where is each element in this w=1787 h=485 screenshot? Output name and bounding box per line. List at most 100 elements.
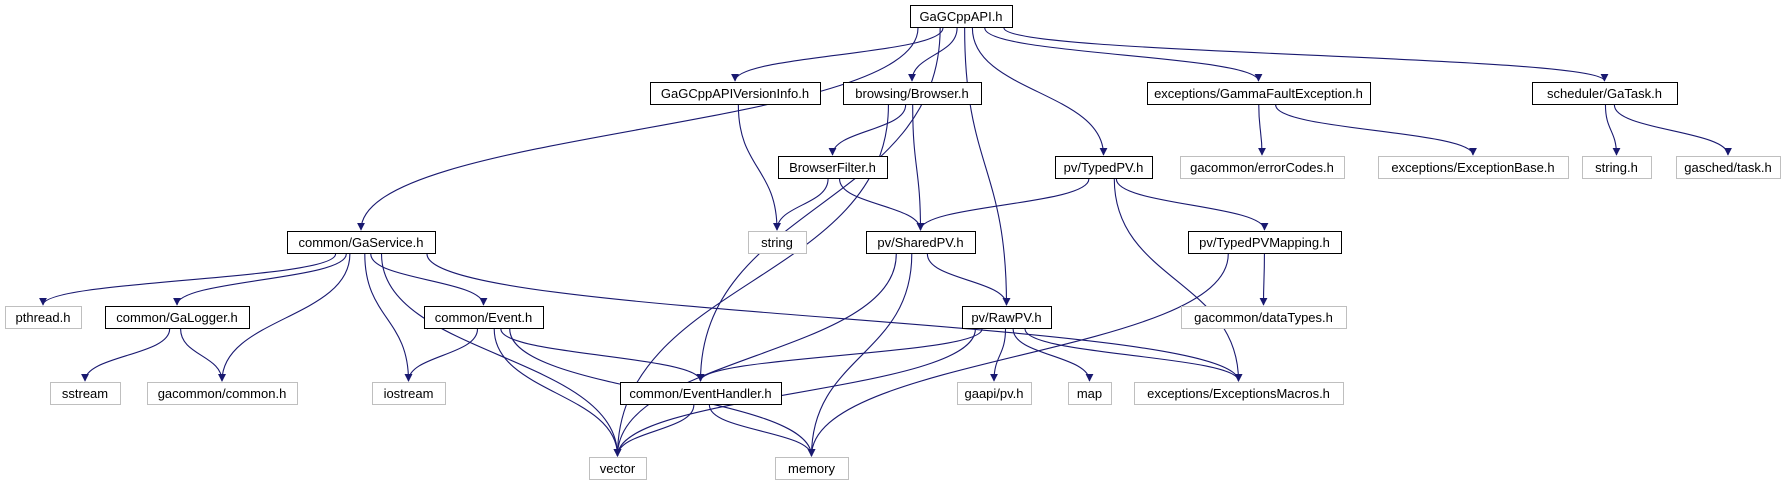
node-box	[962, 306, 1052, 329]
node-string: string	[748, 231, 807, 254]
node-map: map	[1068, 382, 1112, 405]
node-label: common/Event.h	[435, 310, 533, 325]
node-label: pv/TypedPV.h	[1064, 160, 1144, 175]
node-box	[778, 156, 888, 179]
edge-evhandler-to-memory	[708, 404, 816, 457]
node-label: exceptions/ExceptionBase.h	[1391, 160, 1554, 175]
node-memory: memory	[775, 457, 849, 480]
node-box	[1055, 156, 1153, 179]
node-label: pv/SharedPV.h	[877, 235, 963, 250]
edge-gatask-to-gasched	[1613, 104, 1732, 156]
node-box	[843, 82, 982, 105]
node-label: common/GaLogger.h	[116, 310, 237, 325]
edge-browser-to-bfilter	[828, 104, 907, 156]
edge-gaservice-to-galogger	[173, 253, 347, 306]
node-event[interactable]: common/Event.h	[424, 306, 544, 329]
node-excbase: exceptions/ExceptionBase.h	[1378, 156, 1569, 179]
edge-sharedpv-to-memory	[807, 253, 913, 457]
edge-galogger-to-common	[180, 328, 226, 382]
node-evhandler[interactable]: common/EventHandler.h	[620, 382, 782, 405]
edge-sharedpv-to-rawpv	[926, 253, 1011, 306]
edge-typedpv-to-excmacros	[1113, 178, 1243, 382]
node-label: scheduler/GaTask.h	[1547, 86, 1662, 101]
node-label: gacommon/common.h	[158, 386, 287, 401]
node-stringh: string.h	[1582, 156, 1652, 179]
edge-galogger-to-sstream	[81, 328, 171, 382]
node-box	[1180, 156, 1345, 179]
edge-browser-to-sharedpv	[912, 104, 925, 231]
edge-gaservice-to-common	[218, 253, 351, 382]
node-excmacros: exceptions/ExceptionsMacros.h	[1134, 382, 1344, 405]
node-sharedpv[interactable]: pv/SharedPV.h	[866, 231, 976, 254]
node-box	[775, 457, 849, 480]
edge-rawpv-to-excmacros	[1024, 328, 1243, 382]
node-browser[interactable]: browsing/Browser.h	[843, 82, 982, 105]
node-sstream: sstream	[50, 382, 121, 405]
node-version[interactable]: GaGCppAPIVersionInfo.h	[650, 82, 821, 105]
edge-gaservice-to-excmacros	[426, 253, 1243, 382]
node-label: iostream	[384, 386, 434, 401]
node-gaapipv: gaapi/pv.h	[957, 382, 1032, 405]
edge-sharedpv-to-vector	[613, 253, 897, 457]
node-pthread: pthread.h	[5, 306, 82, 329]
edge-gaservice-to-iostream	[364, 253, 413, 382]
node-label: gaapi/pv.h	[964, 386, 1023, 401]
node-label: memory	[788, 461, 835, 476]
node-box	[748, 231, 807, 254]
node-galogger[interactable]: common/GaLogger.h	[105, 306, 250, 329]
node-box	[1147, 82, 1371, 105]
node-typedmap[interactable]: pv/TypedPVMapping.h	[1188, 231, 1342, 254]
edge-layer	[39, 27, 1732, 457]
node-label: common/GaService.h	[299, 235, 424, 250]
node-label: GaGCppAPIVersionInfo.h	[661, 86, 809, 101]
edge-rawpv-to-map	[1012, 328, 1094, 382]
node-box	[50, 382, 121, 405]
node-box	[620, 382, 782, 405]
node-bfilter[interactable]: BrowserFilter.h	[778, 156, 888, 179]
edge-gfe-to-errcodes	[1257, 104, 1266, 156]
edge-bfilter-to-sharedpv	[838, 178, 925, 231]
node-rawpv[interactable]: pv/RawPV.h	[962, 306, 1052, 329]
node-box	[287, 231, 436, 254]
edge-rawpv-to-vector	[613, 328, 976, 457]
edge-gaservice-to-event	[370, 253, 488, 306]
node-label: gacommon/errorCodes.h	[1190, 160, 1334, 175]
node-box	[1134, 382, 1344, 405]
edge-rawpv-to-gaapipv	[990, 328, 1007, 382]
node-box	[147, 382, 298, 405]
node-gatask[interactable]: scheduler/GaTask.h	[1532, 82, 1678, 105]
node-gaservice[interactable]: common/GaService.h	[287, 231, 436, 254]
node-label: string	[761, 235, 793, 250]
edge-gfe-to-excbase	[1275, 104, 1477, 156]
node-label: sstream	[62, 386, 108, 401]
edge-event-to-vector	[493, 328, 622, 457]
edge-typedmap-to-memory	[807, 253, 1229, 457]
edge-evhandler-to-vector	[613, 404, 695, 457]
node-box	[5, 306, 82, 329]
node-label: map	[1077, 386, 1102, 401]
edge-root-to-evhandler	[696, 27, 941, 382]
node-label: GaGCppAPI.h	[919, 9, 1002, 24]
edge-event-to-evhandler	[500, 328, 705, 382]
node-box	[866, 231, 976, 254]
node-gfe[interactable]: exceptions/GammaFaultException.h	[1147, 82, 1371, 105]
node-box	[910, 5, 1013, 28]
node-label: pv/RawPV.h	[971, 310, 1041, 325]
edge-root-to-browser	[908, 27, 958, 82]
node-label: gacommon/dataTypes.h	[1194, 310, 1333, 325]
node-box	[1378, 156, 1569, 179]
node-box	[1181, 306, 1347, 329]
node-root[interactable]: GaGCppAPI.h	[910, 5, 1013, 28]
node-typedpv[interactable]: pv/TypedPV.h	[1055, 156, 1153, 179]
node-box	[957, 382, 1032, 405]
node-label: exceptions/GammaFaultException.h	[1154, 86, 1363, 101]
edge-root-to-typedpv	[971, 27, 1108, 156]
node-label: string.h	[1595, 160, 1638, 175]
edge-root-to-gatask	[1003, 27, 1609, 82]
edge-gaservice-to-vector	[380, 253, 622, 457]
node-iostream: iostream	[372, 382, 446, 405]
node-vector: vector	[589, 457, 647, 480]
edge-typedmap-to-datatypes	[1259, 253, 1268, 306]
node-box	[650, 82, 821, 105]
